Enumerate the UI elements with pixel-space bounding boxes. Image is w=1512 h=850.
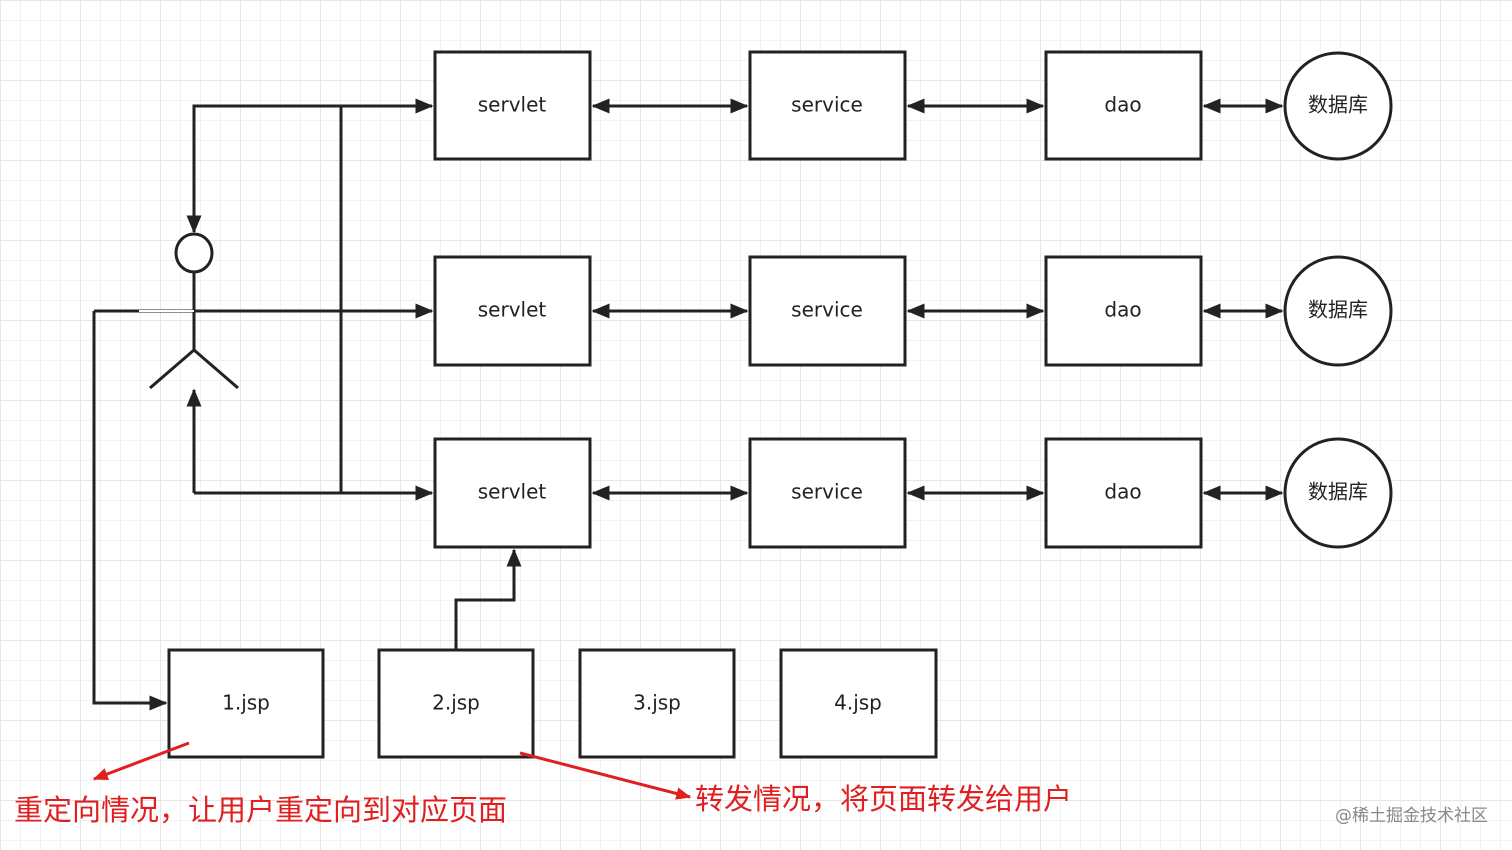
jsp-box	[578, 648, 736, 759]
user-actor-icon	[139, 232, 239, 390]
service-box	[748, 255, 907, 367]
dao-box	[1044, 50, 1203, 161]
servlet-label: servlet	[478, 298, 547, 322]
jsp-label: 4.jsp	[834, 691, 882, 715]
jsp-label: 3.jsp	[633, 691, 681, 715]
service-box	[748, 437, 907, 549]
service-label: service	[791, 480, 863, 504]
actor-leg-left	[149, 348, 195, 390]
jsp-label: 2.jsp	[432, 691, 480, 715]
actor-head	[174, 232, 214, 274]
layer-row-3: servlet service dao 数据库	[433, 437, 1393, 549]
actor-leg-right	[193, 348, 239, 390]
servlet-1-to-actor-arrow	[186, 104, 341, 234]
jsp-box	[779, 648, 938, 759]
service-box	[748, 50, 907, 161]
request-connectors	[92, 98, 522, 711]
servlet-label: servlet	[478, 480, 547, 504]
database-label: 数据库	[1308, 93, 1368, 117]
layer-row-1: servlet service dao 数据库	[433, 50, 1393, 161]
jsp-row: 1.jsp 2.jsp 3.jsp 4.jsp	[167, 648, 938, 759]
forward-annotation-text: 转发情况，将页面转发给用户	[695, 782, 1072, 816]
dao-label: dao	[1104, 298, 1141, 322]
jsp-label: 1.jsp	[222, 691, 270, 715]
watermark: @稀土掘金技术社区	[1335, 806, 1488, 826]
dao-box	[1044, 437, 1203, 549]
database-circle	[1283, 437, 1393, 549]
dao-box	[1044, 255, 1203, 367]
jsp-box	[167, 648, 325, 759]
jsp-2-to-servlet-arrow	[454, 548, 522, 649]
database-circle	[1283, 51, 1393, 161]
annotations: 重定向情况，让用户重定向到对应页面 转发情况，将页面转发给用户	[14, 741, 1072, 827]
dao-label: dao	[1104, 93, 1141, 117]
servlet-box	[433, 255, 592, 367]
servlet-box	[433, 437, 592, 549]
service-label: service	[791, 93, 863, 117]
layer-row-2: servlet service dao 数据库	[433, 255, 1393, 367]
dao-label: dao	[1104, 480, 1141, 504]
servlet-box	[433, 50, 592, 161]
database-circle	[1283, 255, 1393, 367]
redirect-annotation-arrow	[92, 741, 190, 781]
database-label: 数据库	[1308, 480, 1368, 504]
redirect-annotation-text: 重定向情况，让用户重定向到对应页面	[14, 793, 507, 827]
service-label: service	[791, 298, 863, 322]
database-label: 数据库	[1308, 298, 1368, 322]
forward-annotation-arrow	[519, 751, 692, 800]
jsp-box	[377, 648, 535, 759]
redirect-to-jsp-1-arrow	[92, 311, 168, 711]
servlet-label: servlet	[478, 93, 547, 117]
